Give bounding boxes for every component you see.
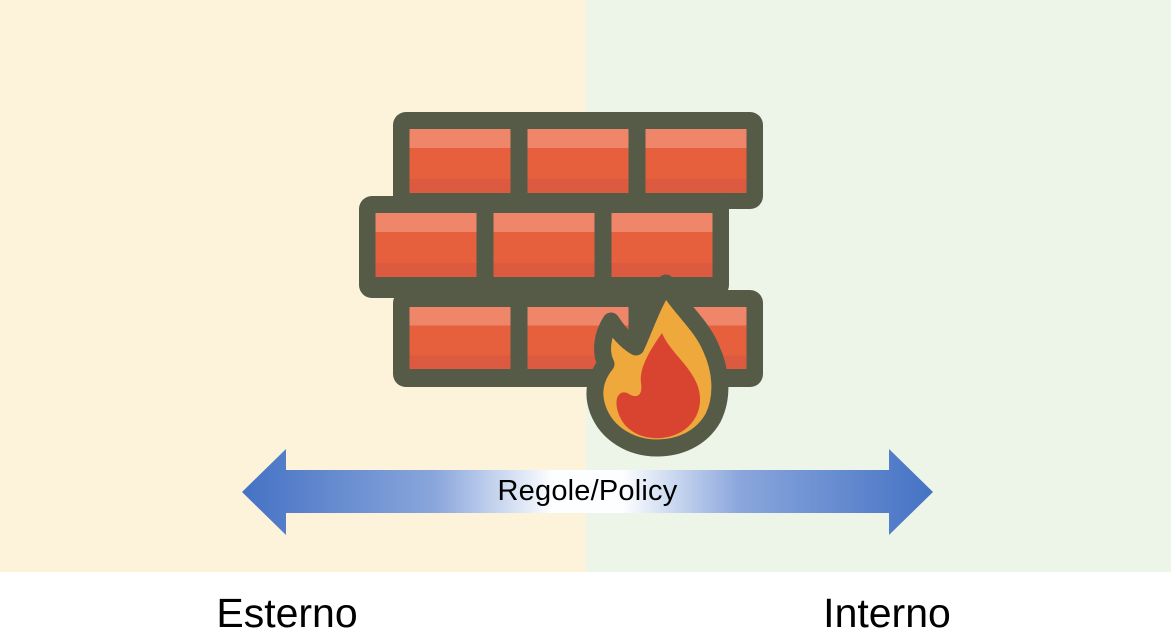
policy-arrow — [242, 449, 933, 535]
external-zone-label: Esterno — [216, 590, 358, 636]
firewall-icon — [359, 112, 763, 457]
internal-zone-label: Interno — [823, 590, 951, 636]
policy-arrow-label: Regole/Policy — [497, 475, 678, 507]
flame-icon — [586, 274, 729, 457]
